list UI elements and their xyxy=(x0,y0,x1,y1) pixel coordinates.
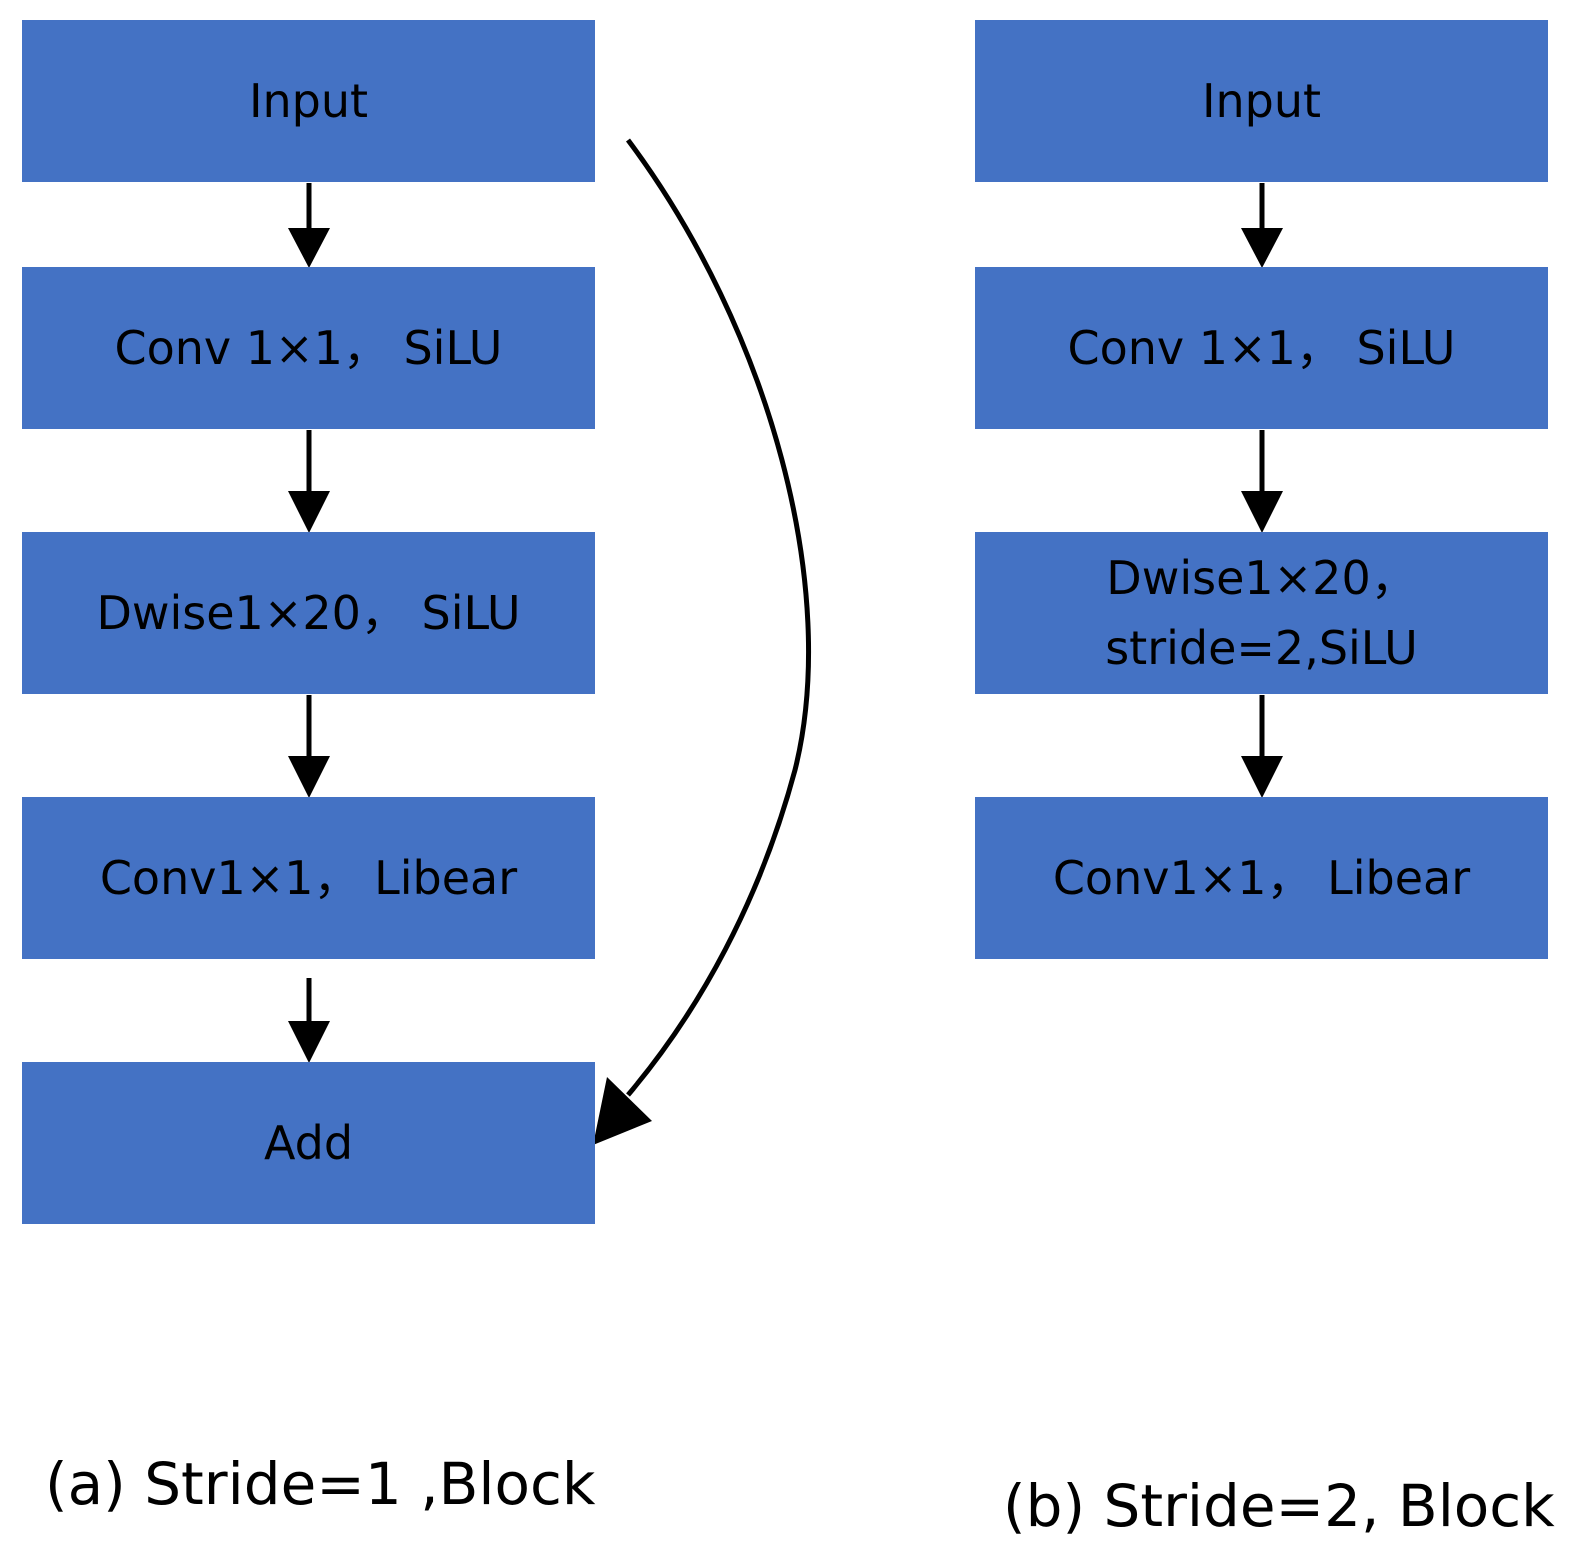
arrowhead-a-3 xyxy=(288,756,330,798)
block-b-conv2: Conv1×1， Libear xyxy=(975,797,1548,959)
arrowhead-a-4 xyxy=(288,1021,330,1063)
block-a-conv1-label: Conv 1×1， SiLU xyxy=(114,321,503,375)
block-b-conv2-label: Conv1×1， Libear xyxy=(1052,851,1471,905)
block-b-dwise-label-line2: stride=2,SiLU xyxy=(1105,621,1418,675)
block-a-conv2: Conv1×1， Libear xyxy=(22,797,595,959)
arrowhead-b-1 xyxy=(1241,228,1283,268)
skip-connection-arrow xyxy=(625,138,811,1097)
block-a-input-label: Input xyxy=(248,74,369,128)
block-a-conv2-label: Conv1×1， Libear xyxy=(99,851,518,905)
arrowhead-b-2 xyxy=(1241,491,1283,533)
block-b-input-label: Input xyxy=(1201,74,1322,128)
caption-a: (a) Stride=1 ,Block xyxy=(45,1450,596,1518)
block-b-input: Input xyxy=(975,20,1548,182)
block-a-add-label: Add xyxy=(263,1116,354,1170)
skip-arrowhead xyxy=(593,1077,652,1145)
block-a-input: Input xyxy=(22,20,595,182)
block-b-dwise: Dwise1×20， stride=2,SiLU xyxy=(975,532,1548,694)
block-a-dwise: Dwise1×20， SiLU xyxy=(22,532,595,694)
block-a-add: Add xyxy=(22,1062,595,1224)
block-b-dwise-label-line1: Dwise1×20， xyxy=(1106,551,1417,605)
arrowhead-a-1 xyxy=(288,228,330,268)
block-a-dwise-label: Dwise1×20， SiLU xyxy=(96,586,521,640)
caption-b: (b) Stride=2, Block xyxy=(1003,1472,1555,1540)
block-a-conv1: Conv 1×1， SiLU xyxy=(22,267,595,429)
block-b-conv1-label: Conv 1×1， SiLU xyxy=(1067,321,1456,375)
block-b-conv1: Conv 1×1， SiLU xyxy=(975,267,1548,429)
arrowhead-a-2 xyxy=(288,491,330,533)
arrowhead-b-3 xyxy=(1241,756,1283,798)
